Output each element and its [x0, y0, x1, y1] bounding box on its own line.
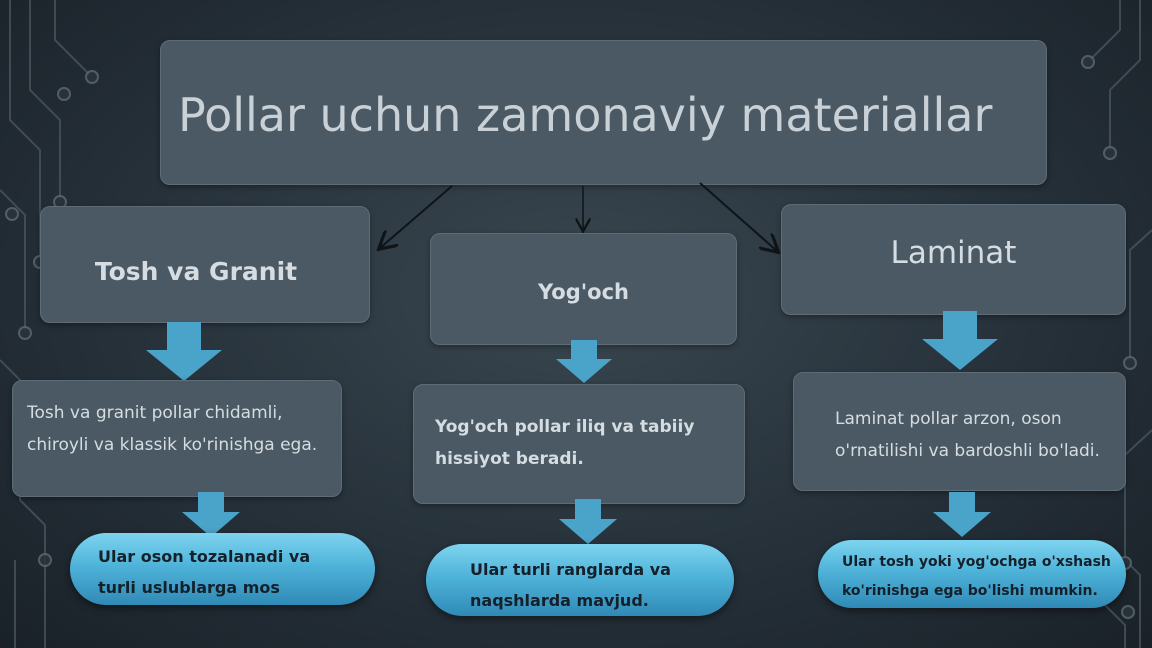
down-arrow-icon	[559, 499, 617, 544]
heading-box-laminate: Laminat	[781, 204, 1126, 315]
down-arrow-icon	[922, 311, 998, 370]
pill-wood-line-1: Ular turli ranglarda va	[470, 560, 671, 579]
description-box-laminate: Laminat pollar arzon, oson o'rnatilishi …	[793, 372, 1126, 491]
description-wood-line-1: Yog'och pollar iliq va tabiiy	[435, 417, 695, 437]
heading-box-stone: Tosh va Granit	[40, 206, 370, 323]
description-wood-line-2: hissiyot beradi.	[435, 449, 584, 469]
down-arrow-icon	[182, 492, 240, 537]
description-box-stone: Tosh va granit pollar chidamli, chiroyli…	[12, 380, 342, 497]
description-laminate-line-2: o'rnatilishi va bardoshli bo'ladi.	[835, 441, 1100, 461]
pill-wood-line-2: naqshlarda mavjud.	[470, 591, 649, 610]
heading-laminate: Laminat	[890, 234, 1017, 271]
pill-stone-line-1: Ular oson tozalanadi va	[98, 547, 311, 566]
description-box-wood: Yog'och pollar iliq va tabiiy hissiyot b…	[413, 384, 745, 504]
description-laminate-line-1: Laminat pollar arzon, oson	[835, 409, 1062, 429]
pill-laminate: Ular tosh yoki yog'ochga o'xshash ko'rin…	[818, 540, 1126, 608]
diagram-title: Pollar uchun zamonaviy materiallar	[178, 88, 993, 142]
down-arrow-icon	[146, 322, 222, 381]
heading-wood: Yog'och	[538, 280, 629, 304]
pill-laminate-line-1: Ular tosh yoki yog'ochga o'xshash	[842, 554, 1111, 570]
description-stone-line-1: Tosh va granit pollar chidamli,	[27, 403, 283, 423]
description-stone-line-2: chiroyli va klassik ko'rinishga ega.	[27, 435, 318, 455]
pill-stone-line-2: turli uslublarga mos	[98, 578, 280, 597]
title-box	[160, 40, 1047, 185]
heading-box-wood: Yog'och	[430, 233, 737, 345]
pill-stone: Ular oson tozalanadi va turli uslublarga…	[70, 533, 375, 605]
down-arrow-icon	[933, 492, 991, 537]
pill-laminate-line-2: ko'rinishga ega bo'lishi mumkin.	[842, 583, 1098, 599]
down-arrow-icon	[556, 340, 612, 383]
heading-stone: Tosh va Granit	[94, 256, 298, 286]
pill-wood: Ular turli ranglarda va naqshlarda mavju…	[426, 544, 734, 616]
